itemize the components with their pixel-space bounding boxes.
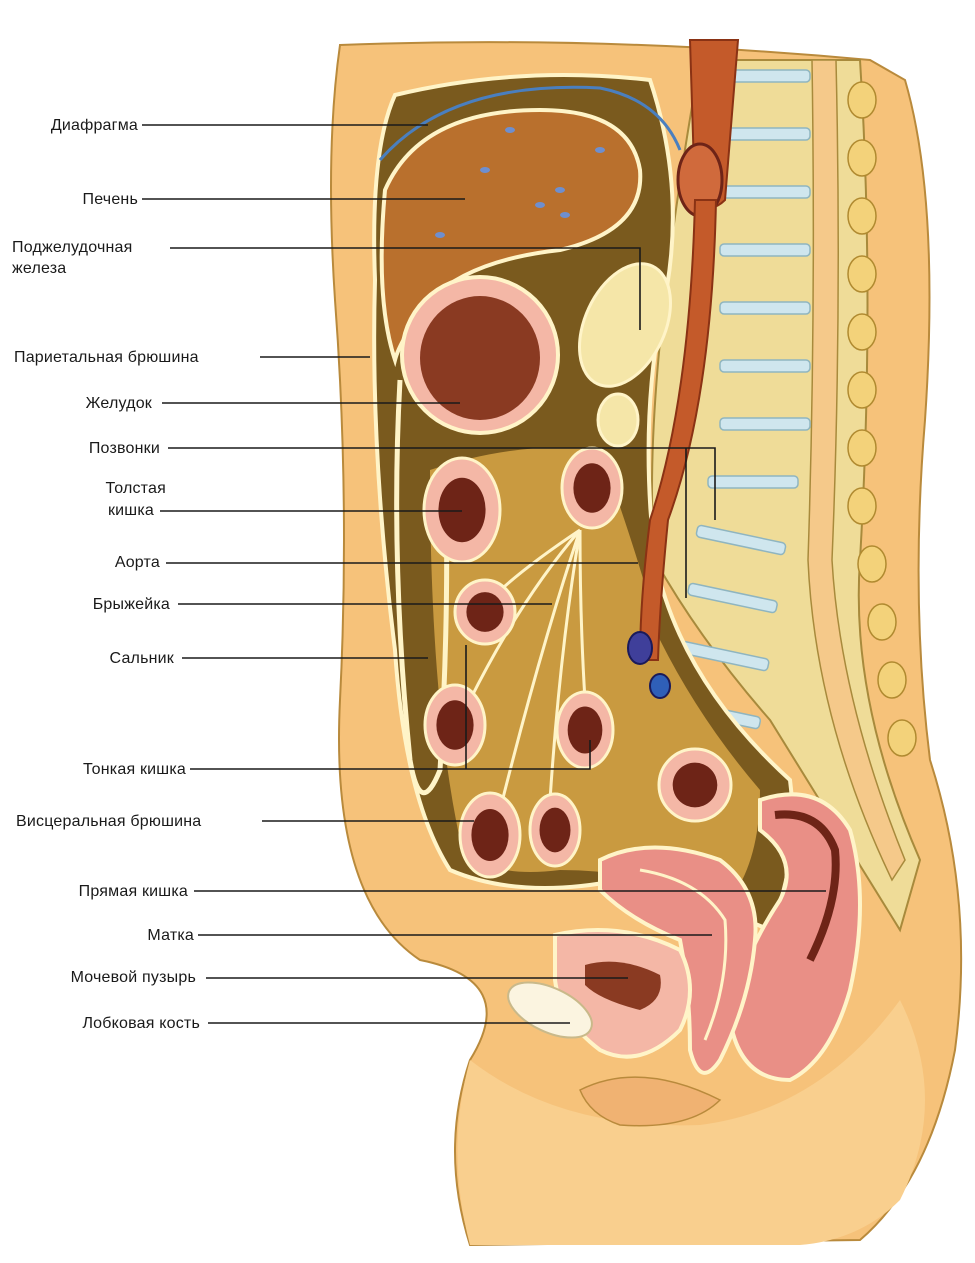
intestine-lumen [466,592,504,632]
vertebral-disc [719,185,811,199]
pubic-bone [507,981,593,1039]
label-vertebrae: Позвонки [88,440,160,457]
liver-vessels [435,127,605,238]
intestine-lumen [471,808,509,862]
duodenum [596,392,640,448]
pelvic-skin [457,1000,925,1245]
omentum [394,379,450,795]
spinous-process [847,429,877,467]
liver-vessel [555,187,565,193]
spinous-process [887,719,917,757]
spinous-process [867,603,897,641]
label-diaphragm: Диафрагма [50,117,138,134]
label-colon-line1: Толстая [105,480,166,497]
leader-line [168,447,716,520]
spinous-process [847,197,877,235]
intestine-lumen [436,700,474,750]
spinous-process [847,487,877,525]
liver-vessel [505,127,515,133]
spinal-canal [807,59,906,882]
label-visceral-peritoneum: Висцеральная брюшина [16,813,202,830]
leader-lines [142,124,826,1024]
pancreas [578,262,672,388]
liver-vessel [480,167,490,173]
label-stomach: Желудок [85,395,152,412]
label-aorta: Аорта [114,554,160,571]
vertebral-disc [719,243,811,257]
bladder-lumen [585,961,661,1010]
vertebral-disc [719,127,811,141]
aorta [638,199,718,661]
intestine-lumen [567,706,603,754]
spinous-process [847,81,877,119]
liver-vessel [595,147,605,153]
vein-section-2 [649,673,671,699]
vein-section [627,631,653,665]
vertebral-disc [695,524,787,556]
label-parietal-peritoneum: Париетальная брюшина [14,349,199,366]
spinous-process [847,371,877,409]
intestine-lumen [438,477,486,543]
label-pancreas-line2: железа [12,260,67,277]
vertebral-disc [687,582,778,614]
label-pubic-bone: Лобковая кость [82,1015,200,1032]
spinous-processes [847,81,917,757]
label-rectum: Прямая кишка [78,883,188,900]
uterus-cavity [639,868,728,1041]
spinous-process [857,545,887,583]
label-colon-line2: кишка [107,502,154,519]
vertebral-disc [719,417,811,431]
leader-line [190,740,591,770]
label-small-intestine: Тонкая кишка [82,761,186,778]
label-pancreas-line1: Поджелудочная [12,239,133,256]
vertebral-disc [719,301,811,315]
liver-vessel [535,202,545,208]
label-liver: Печень [82,191,138,208]
spinous-process [847,313,877,351]
liver-vessel [560,212,570,218]
leader-line [170,247,641,330]
intestine-lumen [672,762,718,808]
spinous-process [847,139,877,177]
label-mesentery: Брыжейка [92,596,170,613]
intestine-sections [422,446,733,879]
intestine-lumen [573,463,611,513]
liver-vessel [435,232,445,238]
intestine-lumen [539,807,571,853]
vertebral-disc [707,475,799,489]
pelvic-floor [579,1076,722,1127]
stomach-lumen [420,296,540,420]
rectum-lumen [774,810,840,962]
uterus [598,845,758,1075]
spinous-process [847,255,877,293]
label-bladder: Мочевой пузырь [70,969,196,986]
label-omentum: Сальник [109,650,174,667]
vertebral-disc [719,359,811,373]
spinous-process [877,661,907,699]
label-uterus: Матка [147,927,194,944]
rectum [727,792,862,1083]
